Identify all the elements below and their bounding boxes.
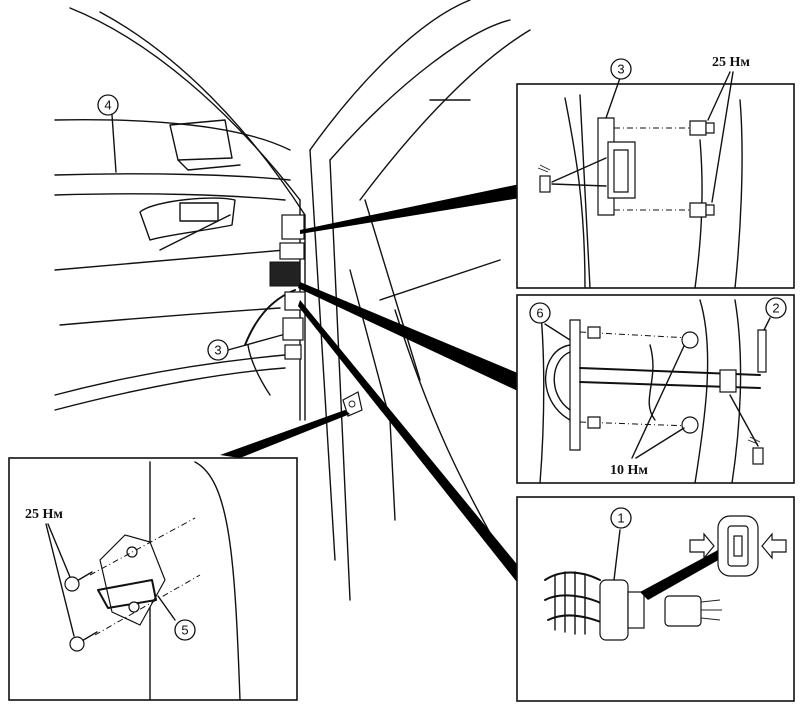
torque-label-mid: 10 Нм [610, 463, 648, 478]
main-view [54, 0, 531, 601]
callout-3-detail: 3 [617, 62, 624, 77]
callout-1: 1 [617, 511, 624, 526]
callout-6: 6 [536, 306, 543, 321]
callout-4: 4 [104, 98, 111, 113]
callout-3-main: 3 [214, 343, 221, 358]
callout-2: 2 [772, 301, 779, 316]
detail-connector: 1 [516, 496, 795, 702]
leader-wedges [220, 184, 520, 586]
callout-5: 5 [181, 623, 188, 638]
main-callouts: 4 3 [97, 94, 283, 361]
torque-label-striker: 25 Нм [25, 507, 63, 522]
torque-label-top: 25 Нм [712, 55, 750, 70]
detail-striker: 5 25 Нм [8, 457, 298, 701]
detail-door-check: 6 2 10 Нм [516, 294, 795, 484]
detail-upper-hinge: 3 25 Нм [516, 55, 795, 289]
